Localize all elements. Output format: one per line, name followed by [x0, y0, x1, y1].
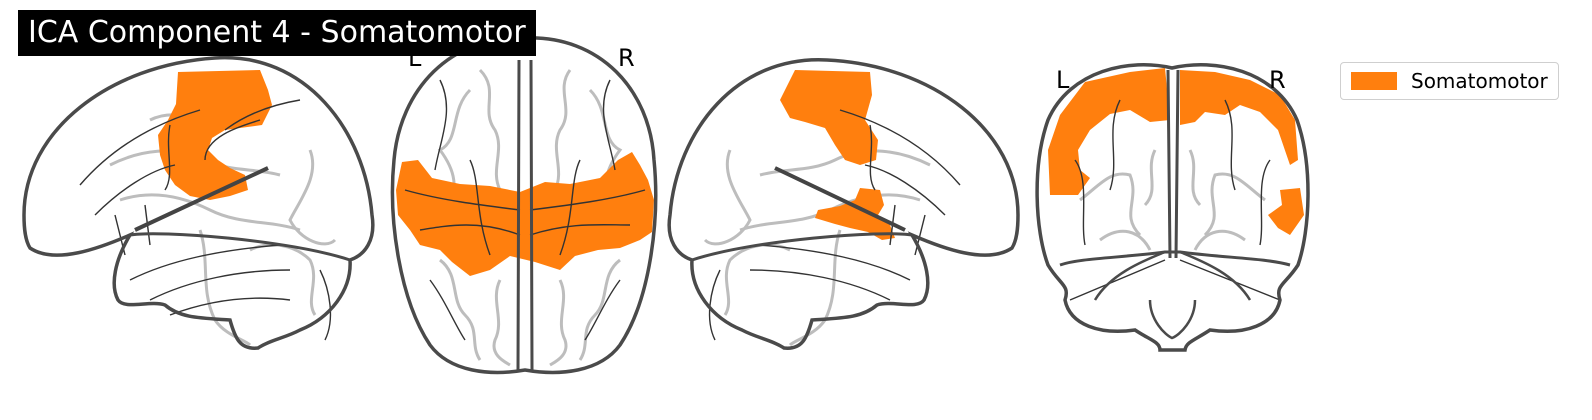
legend: Somatomotor — [1340, 62, 1559, 100]
axial-sulci — [404, 79, 646, 341]
sagittal-left-activation — [158, 70, 272, 200]
coronal-sulci — [1069, 99, 1281, 301]
coronal-right-label: R — [1269, 66, 1286, 94]
sagittal-left-sulci — [79, 99, 332, 341]
sagittal-left-outline — [22, 56, 375, 350]
sagittal-right-activation — [780, 70, 895, 240]
axial-outline — [390, 36, 658, 375]
sagittal-left-view — [22, 56, 375, 350]
coronal-activation — [1048, 68, 1304, 235]
axial-view — [390, 36, 658, 375]
coronal-left-label: L — [1056, 66, 1070, 94]
axial-right-label: R — [618, 44, 635, 72]
sagittal-right-sulci — [708, 109, 961, 341]
sagittal-right-view — [667, 58, 1020, 350]
legend-swatch-somatomotor — [1351, 72, 1397, 90]
sagittal-right-outline — [667, 58, 1020, 350]
axial-activation — [396, 152, 654, 276]
sagittal-left-gyri — [109, 113, 337, 347]
axial-left-label: L — [408, 44, 422, 72]
coronal-view — [1035, 63, 1310, 352]
figure-title: ICA Component 4 - Somatomotor — [18, 10, 536, 56]
coronal-outline — [1035, 63, 1310, 352]
legend-label-somatomotor: Somatomotor — [1411, 69, 1548, 93]
coronal-gyri — [1079, 149, 1266, 251]
